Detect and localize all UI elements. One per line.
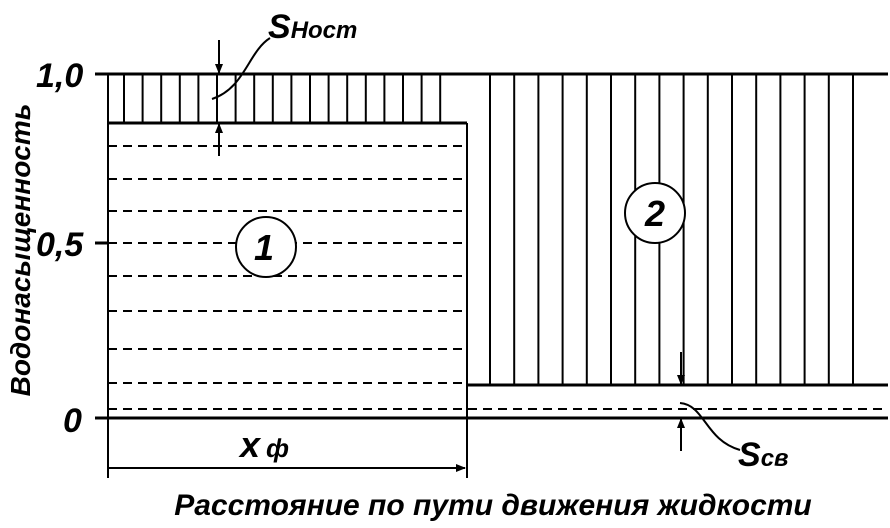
zone1-label: 1 — [254, 227, 274, 268]
s-nost-label: SНост — [268, 8, 357, 46]
tick-label-1: 1,0 — [36, 57, 83, 95]
zone2-hatching — [489, 74, 854, 385]
front-distance-sub: ф — [266, 433, 289, 463]
s-sv-sub: св — [761, 445, 789, 472]
tick-label-05: 0,5 — [36, 226, 84, 264]
s-nost-sub: Ност — [291, 17, 358, 44]
zone2-label: 2 — [644, 193, 665, 234]
x-axis-label: Расстояние по пути движения жидкости — [174, 489, 812, 522]
tick-label-0: 0 — [63, 402, 82, 440]
zone1-marker — [235, 216, 297, 278]
s-sv-leader — [679, 402, 741, 451]
s-nost-leader — [211, 37, 271, 100]
front-distance-main: x — [238, 424, 262, 465]
s-sv-label: Sсв — [738, 436, 789, 474]
s-nost-main: S — [268, 8, 291, 46]
zone2-marker — [624, 182, 686, 244]
s-sv-main: S — [738, 436, 761, 474]
y-axis-label: Водонасыщенность — [5, 104, 36, 397]
residual-oil-hatching — [123, 74, 442, 123]
